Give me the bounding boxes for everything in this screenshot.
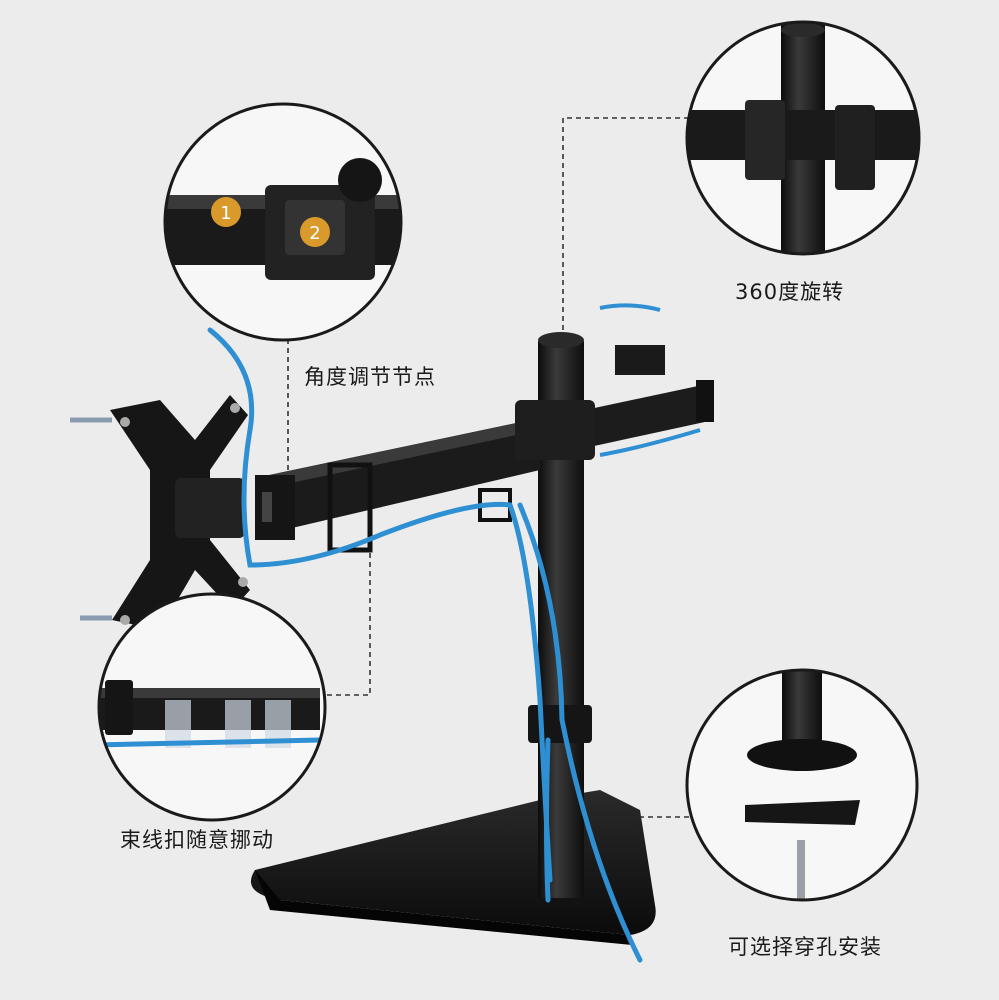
callout-label-rotation: 360度旋转	[735, 280, 845, 304]
callout-circle-adjust: 1 2	[163, 102, 403, 342]
callout-circle-cable	[97, 592, 327, 822]
marker-1-label: 1	[220, 203, 231, 224]
left-arm	[255, 400, 595, 553]
callout-label-adjust-joint: 角度调节节点	[304, 365, 436, 389]
callout-label-cable-clip: 束线扣随意挪动	[120, 828, 274, 852]
marker-2: 2	[300, 217, 330, 247]
callout-circle-grommet	[685, 668, 919, 902]
cables	[207, 327, 643, 963]
marker-1: 1	[211, 197, 241, 227]
right-arm	[585, 303, 714, 457]
vesa-plate	[70, 395, 250, 630]
callout-circle-rotate	[685, 20, 921, 256]
stand-base	[250, 790, 656, 945]
marker-2-label: 2	[309, 223, 320, 244]
callout-label-grommet-install: 可选择穿孔安装	[728, 935, 882, 959]
